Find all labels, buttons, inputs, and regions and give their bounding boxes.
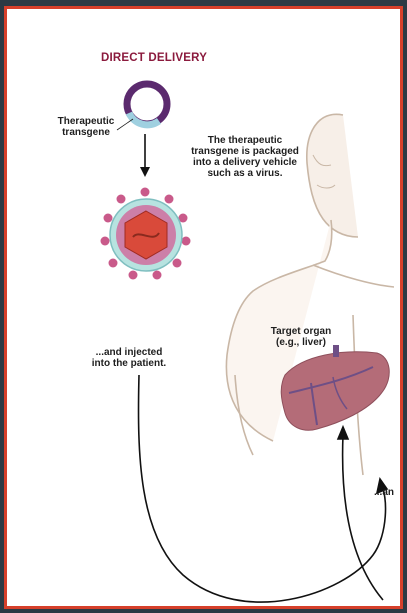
virus-icon — [101, 188, 191, 280]
bottom-band — [0, 609, 407, 613]
liver-icon — [281, 345, 389, 430]
diagram-artwork — [13, 15, 394, 605]
label-therapeutic-transgene: Therapeutic transgene — [46, 116, 126, 138]
down-arrow-icon — [140, 134, 150, 177]
diagram-frame: DIRECT DELIVERY Therapeutic transgene Th… — [4, 6, 403, 609]
label-injected-text: ...and injected into the patient. — [86, 347, 172, 369]
plasmid-icon — [127, 84, 167, 125]
label-target-organ: Target organ (e.g., liver) — [261, 326, 341, 348]
label-packaged-text: The therapeutic transgene is packaged in… — [191, 135, 299, 179]
label-partial-text: ...and r to t — [374, 487, 394, 498]
diagram-title: DIRECT DELIVERY — [101, 52, 207, 64]
diagram-panel: DIRECT DELIVERY Therapeutic transgene Th… — [13, 15, 394, 605]
